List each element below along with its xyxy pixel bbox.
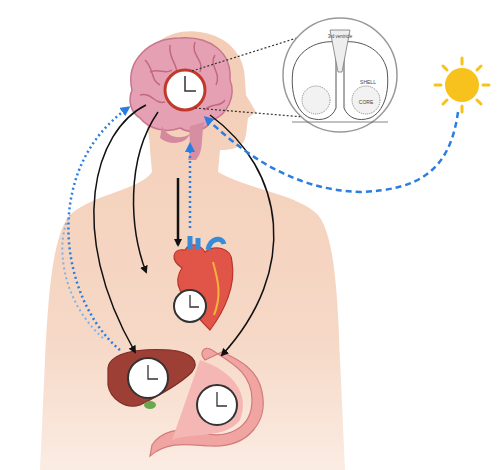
region-label: CORE (359, 100, 373, 105)
liver-clock (128, 358, 168, 398)
feedback-arrow (68, 108, 128, 350)
feedback-arrow (62, 215, 103, 338)
stomach-clock (197, 385, 237, 425)
brain-clock (165, 70, 205, 110)
feedback-arrow (189, 145, 192, 228)
scn-inset (283, 18, 397, 132)
light-input-arrow (206, 112, 458, 192)
heart (174, 236, 233, 330)
region-label: SHELL (360, 80, 376, 85)
signal-arrow (134, 112, 158, 272)
brain (130, 38, 232, 160)
signal-arrow (210, 115, 274, 355)
signal-arrow (94, 105, 146, 352)
heart-clock (174, 290, 206, 322)
region-label: 3rd ventricle (328, 35, 353, 40)
sun (435, 58, 489, 112)
liver (108, 350, 195, 407)
signal-arrow (177, 178, 180, 245)
